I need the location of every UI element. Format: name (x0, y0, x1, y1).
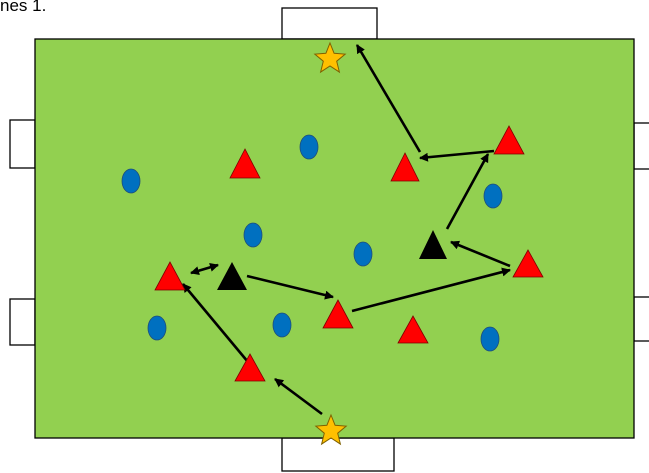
red-triangle-icon (154, 261, 186, 291)
pass-arrow (450, 240, 511, 268)
star-icon (313, 41, 347, 74)
pass-arrow (419, 149, 495, 162)
blue-circle-icon (480, 326, 500, 352)
red-triangle-icon (322, 299, 354, 329)
goals (9, 7, 649, 472)
caption-text: nes 1. (0, 0, 47, 15)
red-triangle-icon (493, 125, 525, 155)
pass-arrows (182, 44, 511, 416)
star-icon (314, 413, 348, 446)
goal-left-lower (9, 298, 36, 346)
neutral-players (217, 230, 447, 290)
red-triangle-icon (229, 148, 261, 179)
pass-arrow (355, 44, 422, 153)
targets (313, 41, 348, 446)
goal-left-upper (9, 119, 36, 169)
blue-circle-icon (147, 315, 167, 341)
red-triangle-icon (390, 152, 420, 182)
pass-arrow (274, 377, 323, 416)
pass-arrow (182, 283, 249, 363)
pass-arrow (351, 267, 511, 313)
red-triangle-icon (397, 315, 429, 344)
black-triangle-icon (419, 230, 447, 259)
blue-circle-icon (121, 168, 141, 194)
goal-right-lower (633, 296, 649, 342)
goal-top (281, 7, 378, 40)
pass-arrow (445, 153, 490, 230)
blue-circle-icon (353, 241, 373, 267)
goal-right-upper (633, 122, 649, 170)
pass-arrow (190, 262, 219, 276)
goal-bottom (281, 437, 395, 472)
blue-circle-icon (243, 222, 263, 248)
blue-circle-icon (483, 183, 503, 209)
blue-circle-icon (272, 312, 292, 338)
pass-arrow (246, 274, 334, 300)
red-triangle-icon (234, 353, 266, 382)
red-triangle-icon (512, 249, 544, 278)
pitch (34, 38, 635, 439)
blue-players (121, 134, 503, 352)
blue-circle-icon (299, 134, 319, 160)
black-triangle-icon (217, 262, 247, 290)
red-players (154, 125, 544, 382)
